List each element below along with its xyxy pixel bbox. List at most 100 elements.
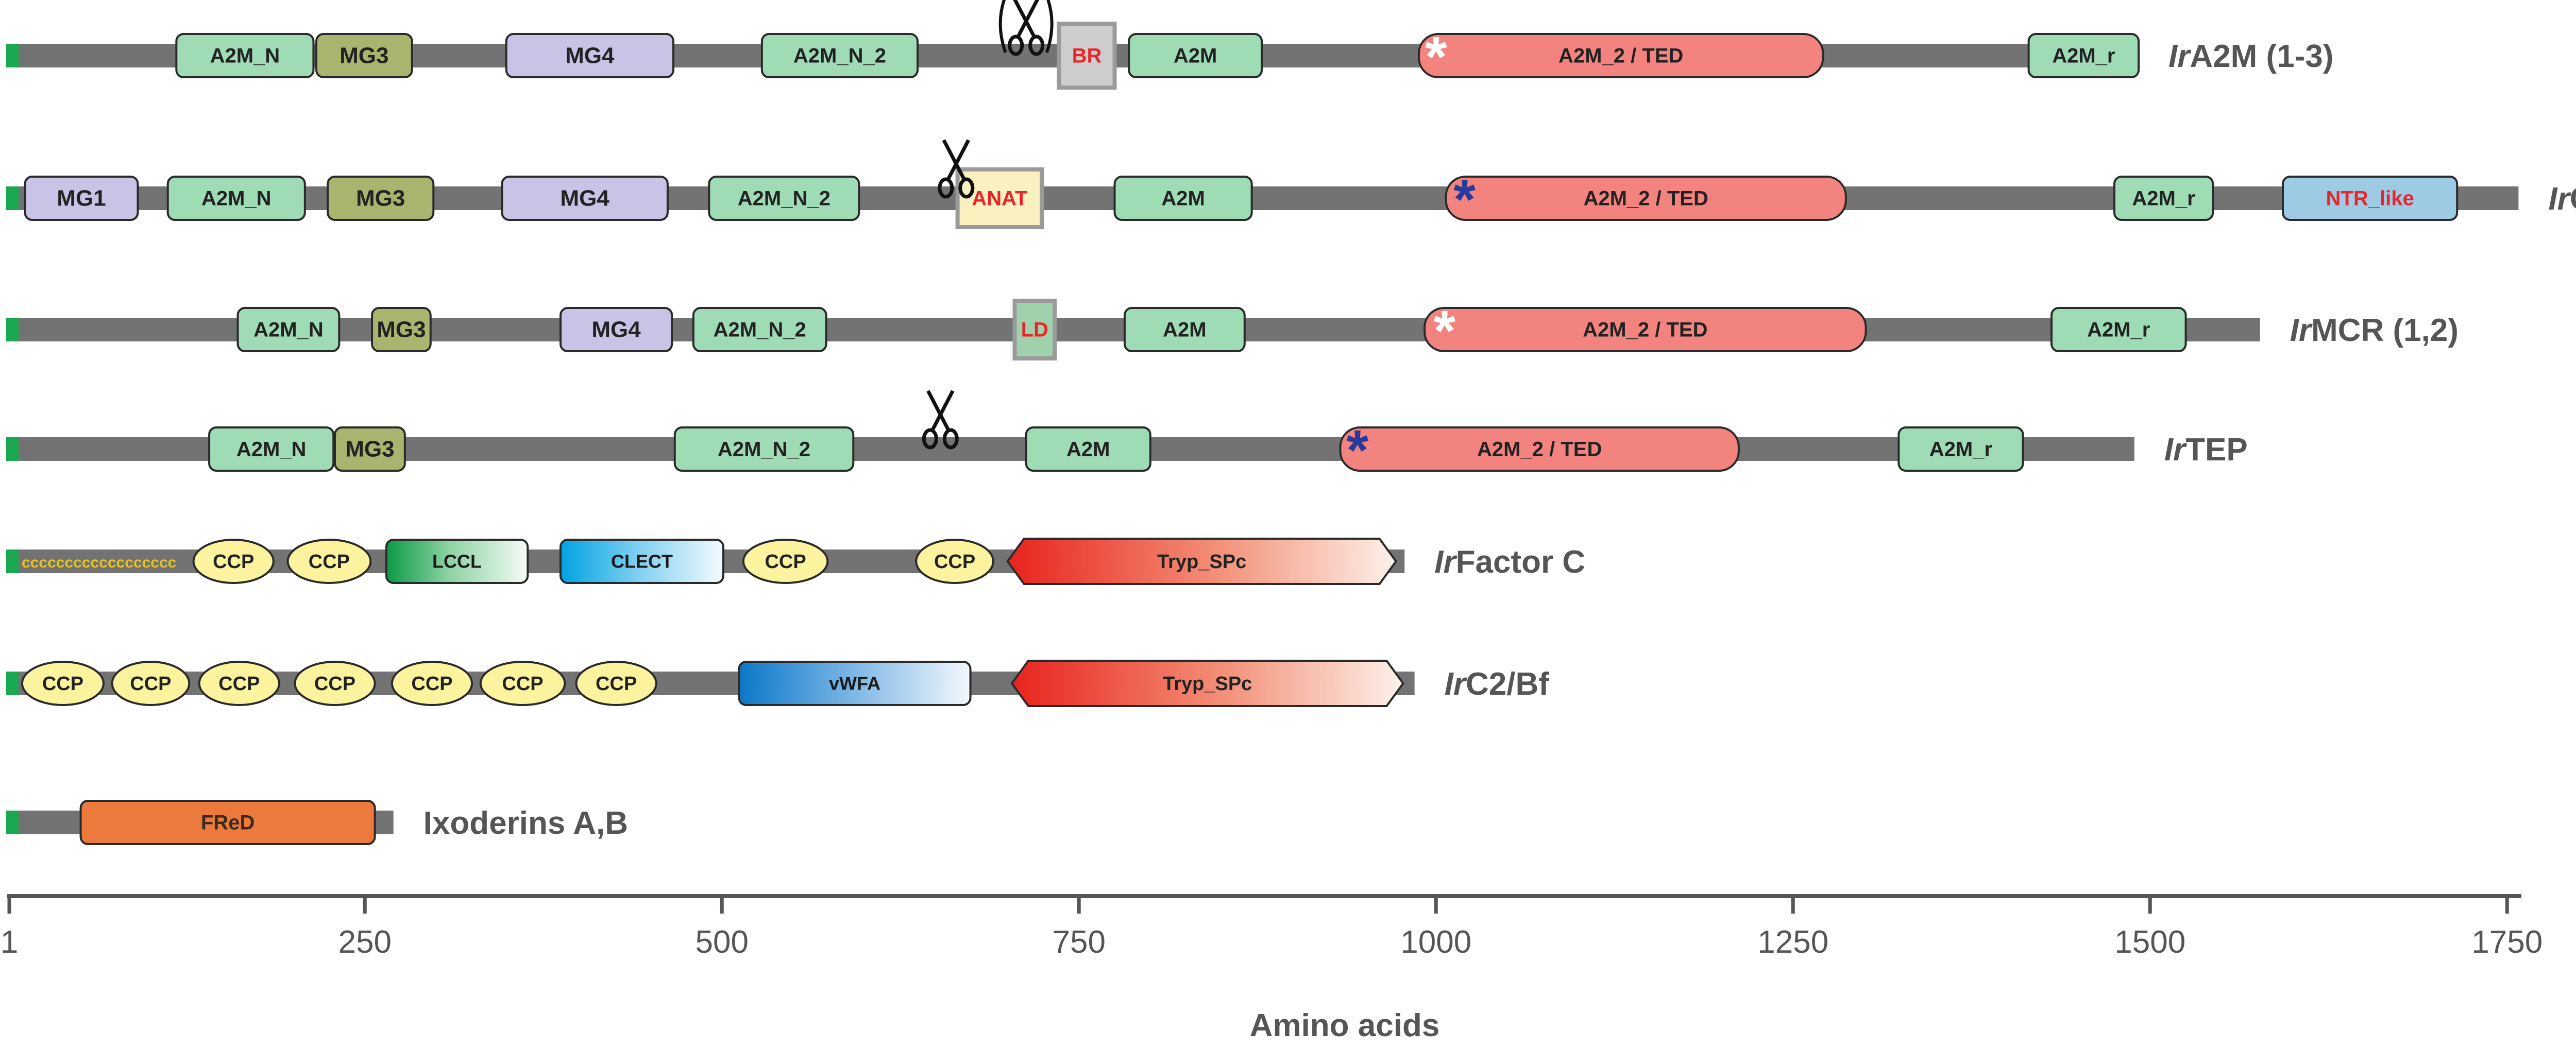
axis-title: Amino acids <box>1250 1008 1440 1043</box>
protein-name-prefix: Ir <box>1445 666 1467 702</box>
axis-tick-label: 1000 <box>1400 924 1471 960</box>
domain-label: NTR_like <box>2326 187 2414 210</box>
domain-ccp: CCP <box>479 661 566 706</box>
domain-ccp: CCP <box>915 539 994 584</box>
domain-a2m-r: A2M_r <box>1897 426 2024 472</box>
protein-name: IrC3 (1-3) <box>2548 181 2576 217</box>
protein-name-rest: C2/Bf <box>1466 666 1549 702</box>
domain-label: Tryp_SPc <box>1163 673 1252 695</box>
cleavage-scissors-icon <box>922 390 959 450</box>
domain-label: A2M_r <box>1929 438 1992 461</box>
protein-name: IrMCR (1,2) <box>2290 313 2459 348</box>
axis-tick-label: 1250 <box>1757 924 1828 960</box>
domain-lccl: LCCL <box>385 539 529 584</box>
protein-name: IrFactor C <box>1434 544 1585 580</box>
domain-a2m-n: A2M_N <box>166 176 306 221</box>
domain-label: CCP <box>765 551 806 573</box>
thioester-star-icon: * <box>1433 299 1455 363</box>
domain-a2m-n: A2M_N <box>236 307 341 352</box>
protein-name-rest: MCR (1,2) <box>2311 313 2459 348</box>
domain-a2m: A2M <box>1025 426 1151 472</box>
domain-ccp: CCP <box>742 539 829 584</box>
protein-name: Ixoderins A,B <box>423 805 628 841</box>
domain-mg1: MG1 <box>24 176 139 221</box>
domain-mg3: MG3 <box>371 307 432 352</box>
coiled-region-text: cccccccccccccccccc <box>22 554 176 571</box>
signal-peptide <box>6 549 19 573</box>
protein-row-c2bf: CCP CCP CCP CCP CCP CCP CCP vWFA Tryp_SPc IrC2/Bf <box>6 660 1549 707</box>
domain-ccp: CCP <box>286 539 372 584</box>
domain-label: CCP <box>411 673 452 695</box>
axis-tick-label: 1750 <box>2471 924 2543 960</box>
domain-mg3: MG3 <box>327 176 435 221</box>
domain-ntr-like: NTR_like <box>2282 176 2459 221</box>
domain-ccp: CCP <box>21 661 105 706</box>
domain-label: MG4 <box>591 317 641 342</box>
domain-label: ANAT <box>972 187 1027 210</box>
domain-a2m-r: A2M_r <box>2027 33 2140 78</box>
domain-label: CCP <box>596 673 637 695</box>
domain-a2m-n-2: A2M_N_2 <box>760 33 919 78</box>
protein-name-prefix: Ir <box>2164 432 2187 468</box>
domain-label: CCP <box>130 673 171 695</box>
domain-label: A2M <box>1066 438 1110 461</box>
domain-label: A2M_N <box>236 438 307 461</box>
signal-peptide <box>6 186 19 210</box>
domain-label: A2M_N_2 <box>738 187 831 210</box>
domain-ld: LD <box>1012 299 1057 360</box>
domain-a2m: A2M <box>1128 33 1263 78</box>
domain-label: A2M_r <box>2087 319 2150 341</box>
domain-label: A2M_2 / TED <box>1558 45 1683 67</box>
domain-label: A2M_N <box>210 45 280 67</box>
protein-name-rest: A2M (1-3) <box>2190 39 2333 74</box>
domain-a2m-n-2: A2M_N_2 <box>708 176 860 221</box>
domain-a2m-r: A2M_r <box>2050 307 2187 352</box>
domain-a2m-n: A2M_N <box>208 426 335 472</box>
protein-name-rest: Factor C <box>1456 544 1585 580</box>
domain-label: vWFA <box>829 673 880 694</box>
domain-clect: CLECT <box>559 539 724 584</box>
domain-label: CCP <box>218 673 260 695</box>
domain-ccp: CCP <box>294 661 376 706</box>
protein-name-prefix: Ir <box>1434 544 1457 580</box>
protein-name-prefix: Ir <box>2168 39 2191 74</box>
signal-peptide <box>6 437 19 461</box>
domain-label: A2M_2 / TED <box>1584 187 1708 210</box>
domain-a2m-2-ted: A2M_2 / TED <box>1339 426 1740 472</box>
domain-mg4: MG4 <box>559 307 673 352</box>
domain-label: A2M <box>1174 45 1217 67</box>
domain-label: LCCL <box>432 551 482 572</box>
cleavage-scissors-icon <box>938 139 975 199</box>
protein-name-rest: C3 (1-3) <box>2570 181 2576 217</box>
axis-tick-label: 500 <box>696 924 749 960</box>
domain-br: BR <box>1057 22 1117 90</box>
domain-ccp: CCP <box>198 661 280 706</box>
signal-peptide <box>6 44 19 67</box>
protein-name: IrA2M (1-3) <box>2168 39 2333 74</box>
domain-mg3: MG3 <box>334 426 406 472</box>
protein-name: IrTEP <box>2164 432 2248 468</box>
signal-peptide <box>6 672 19 695</box>
domain-label: A2M_N <box>201 187 272 210</box>
domain-label: A2M_N <box>253 319 324 341</box>
domain-a2m-r: A2M_r <box>2113 176 2214 221</box>
domain-fred: FReD <box>79 800 376 845</box>
domain-mg4: MG4 <box>505 33 674 78</box>
thioester-star-icon: * <box>1346 419 1368 482</box>
axis-tick-label: 250 <box>338 924 392 960</box>
domain-label: A2M_r <box>2132 187 2195 210</box>
domain-ccp: CCP <box>111 661 191 706</box>
domain-label: A2M_N_2 <box>718 438 810 461</box>
domain-a2m-n: A2M_N <box>175 33 315 78</box>
domain-label: CLECT <box>611 551 673 572</box>
domain-tryp-spc: Tryp_SPc <box>1006 538 1398 585</box>
domain-label: Tryp_SPc <box>1157 551 1246 573</box>
domain-a2m-n-2: A2M_N_2 <box>673 426 855 472</box>
domain-a2m: A2M <box>1113 176 1253 221</box>
